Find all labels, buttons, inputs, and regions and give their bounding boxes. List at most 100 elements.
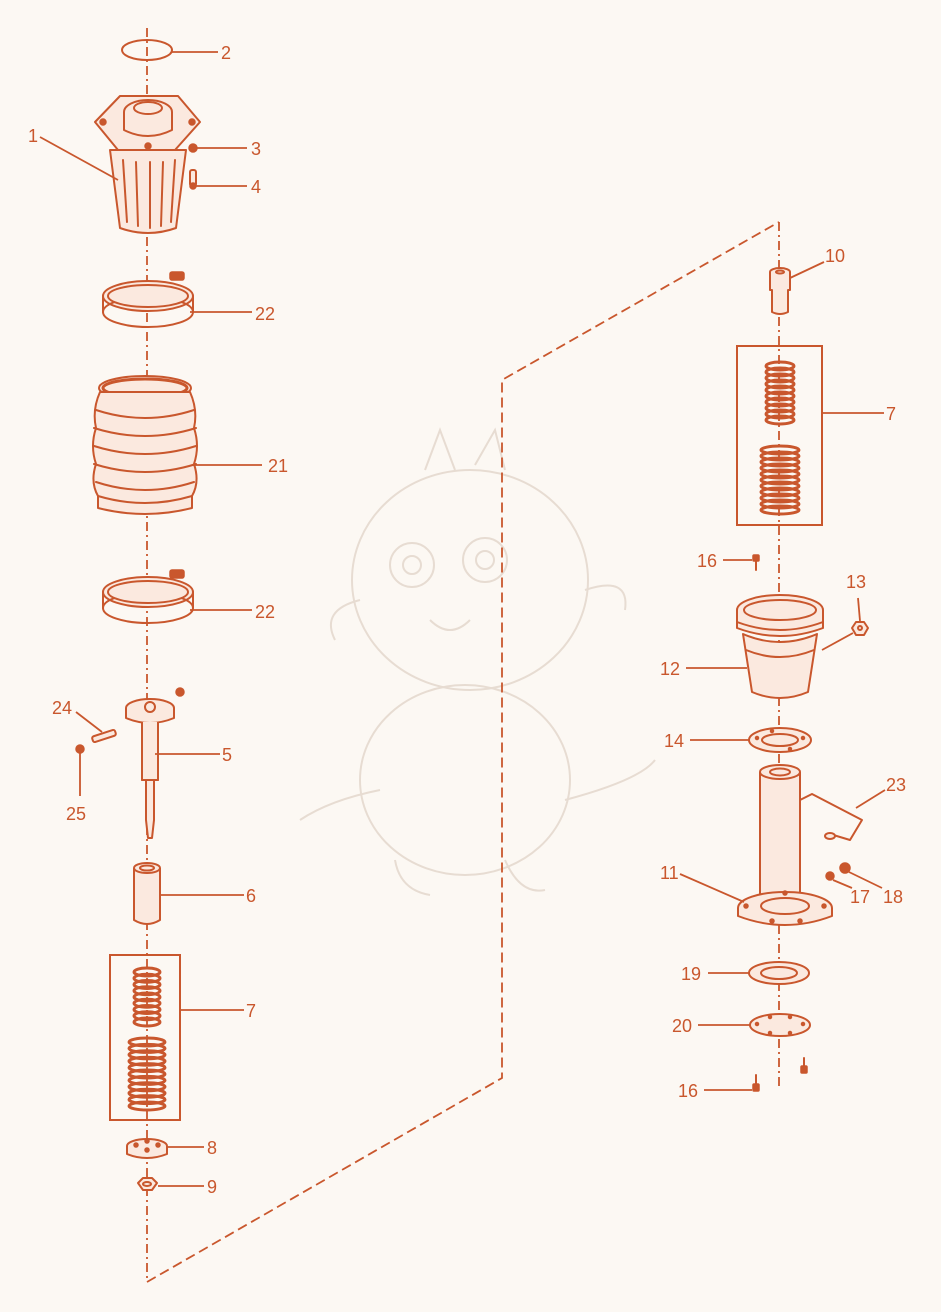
- callout-9: 9: [207, 1177, 217, 1197]
- part-7-spring-set-left: [109, 954, 181, 1121]
- callout-22-upper: 22: [255, 304, 275, 324]
- callout-4: 4: [251, 177, 261, 197]
- spring-coil: [127, 1042, 167, 1054]
- spring-coil: [764, 378, 796, 390]
- spring-coil: [132, 979, 162, 990]
- spring-coil: [764, 414, 796, 426]
- spring-coil: [132, 972, 162, 984]
- callout-2: 2: [221, 43, 231, 63]
- spring-coil: [127, 1049, 167, 1061]
- spring-coil: [127, 1094, 167, 1106]
- spring-coil: [127, 1081, 167, 1093]
- callout-5: 5: [222, 745, 232, 765]
- spring-coil: [132, 991, 162, 1003]
- spring-coil: [759, 462, 801, 474]
- spring-coil: [759, 486, 801, 498]
- spring-coil: [764, 408, 796, 420]
- spring-coil: [759, 450, 801, 462]
- callout-22-lower: 22: [255, 602, 275, 622]
- callout-7-right: 7: [886, 404, 896, 424]
- callout-7-left: 7: [246, 1001, 256, 1021]
- callout-20: 20: [672, 1016, 692, 1036]
- spring-coil: [127, 1036, 167, 1048]
- spring-coil: [132, 966, 162, 978]
- callout-12: 12: [660, 659, 680, 679]
- spring-coil: [132, 985, 162, 997]
- part-21-bellows: [92, 375, 198, 515]
- part-20-gasket-plate: [749, 1013, 811, 1037]
- spring-coil: [759, 456, 801, 468]
- part-25-ball: [75, 744, 85, 754]
- callout-19: 19: [681, 964, 701, 984]
- callout-10: 10: [825, 246, 845, 266]
- spring-coil: [127, 1074, 167, 1086]
- part-11-cylinder-with-flange: [737, 764, 833, 926]
- spring-coil: [764, 402, 796, 414]
- spring-lower-right: [759, 444, 801, 516]
- callout-24: 24: [52, 698, 72, 718]
- spring-coil: [759, 474, 801, 486]
- spring-coil: [759, 468, 801, 480]
- part-19-gasket: [748, 961, 810, 985]
- part-22-hose-clamp-upper: [102, 271, 194, 328]
- part-22-hose-clamp-lower: [102, 569, 194, 624]
- part-18-nut: [839, 862, 851, 874]
- spring-coil: [132, 997, 162, 1009]
- callout-14: 14: [664, 731, 684, 751]
- spring-coil: [764, 360, 796, 372]
- assembly-connection-line: [146, 221, 780, 1283]
- spring-coil: [764, 372, 796, 384]
- callout-8: 8: [207, 1138, 217, 1158]
- part-3-washer: [188, 143, 198, 153]
- part-17-washer: [825, 871, 835, 881]
- spring-coil: [127, 1087, 167, 1099]
- spring-coil: [132, 1016, 162, 1028]
- callout-11: 11: [660, 863, 679, 883]
- callout-13: 13: [846, 572, 866, 592]
- spring-coil: [127, 1068, 167, 1080]
- spring-coil: [764, 390, 796, 402]
- spring-coil: [764, 384, 796, 396]
- baby-dragon-sketch-icon: [299, 427, 656, 896]
- part-2-o-ring: [121, 39, 173, 61]
- spring-upper-left: [132, 966, 162, 1028]
- callout-3: 3: [251, 139, 261, 159]
- part-7-spring-set-right: [736, 345, 823, 526]
- part-1-housing: [94, 95, 201, 234]
- spring-coil: [127, 1062, 167, 1074]
- part-13-nut: [851, 621, 869, 636]
- spring-coil: [127, 1100, 167, 1112]
- spring-coil: [764, 396, 796, 408]
- callout-16-lower: 16: [678, 1081, 698, 1101]
- part-16-screw-upper: [752, 554, 760, 571]
- callout-1: 1: [28, 126, 38, 146]
- callout-23: 23: [886, 775, 906, 795]
- spring-coil: [132, 1004, 162, 1015]
- callout-21: 21: [268, 456, 288, 476]
- spring-coil: [127, 1055, 167, 1067]
- callout-6: 6: [246, 886, 256, 906]
- part-5-shaft: [125, 687, 185, 839]
- callout-18: 18: [883, 887, 903, 907]
- callout-25: 25: [66, 804, 86, 824]
- part-10-bushing: [769, 267, 791, 315]
- part-16-screws-lower: [752, 1057, 808, 1092]
- part-8-spring-plate: [126, 1138, 168, 1159]
- part-12-cup: [736, 594, 824, 699]
- spring-coil: [759, 480, 801, 492]
- spring-coil: [759, 492, 801, 504]
- callout-16-upper: 16: [697, 551, 717, 571]
- spring-upper-right: [764, 360, 796, 426]
- callout-17: 17: [850, 887, 870, 907]
- part-6-sleeve: [133, 862, 161, 925]
- spring-coil: [764, 366, 796, 378]
- part-14-gasket: [748, 727, 812, 753]
- spring-coil: [132, 1010, 162, 1022]
- part-9-nut: [137, 1177, 158, 1191]
- spring-coil: [759, 498, 801, 510]
- spring-coil: [759, 504, 801, 516]
- spring-coil: [759, 444, 801, 456]
- part-4-screw: [189, 169, 197, 190]
- spring-lower-left: [127, 1036, 167, 1112]
